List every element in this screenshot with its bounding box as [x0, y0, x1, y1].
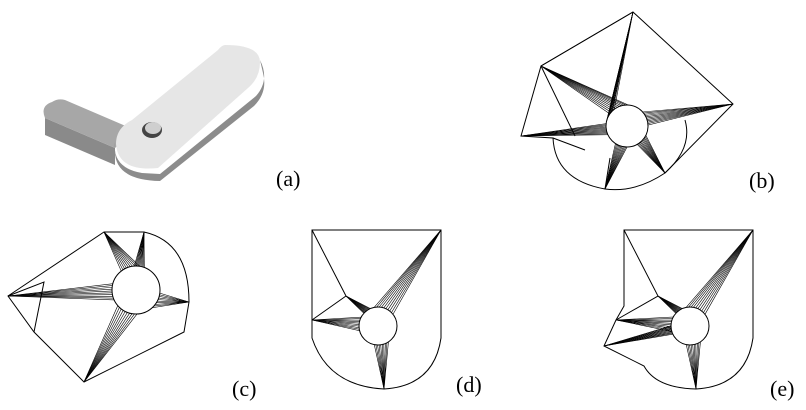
panel-e-wireframe — [603, 229, 754, 390]
panel-a-label: (a) — [276, 166, 301, 191]
panel-c-wireframe — [7, 231, 190, 383]
triangulation-edge — [611, 11, 634, 112]
panel-b-label: (b) — [749, 168, 775, 193]
panel-c-label: (c) — [232, 376, 257, 401]
panel-b-wireframe — [520, 11, 734, 191]
panel-d-wireframe — [311, 229, 442, 390]
panel-d-label: (d) — [456, 372, 482, 397]
panel-e-label: (e) — [770, 376, 795, 401]
panel-a-part-render — [43, 45, 265, 181]
